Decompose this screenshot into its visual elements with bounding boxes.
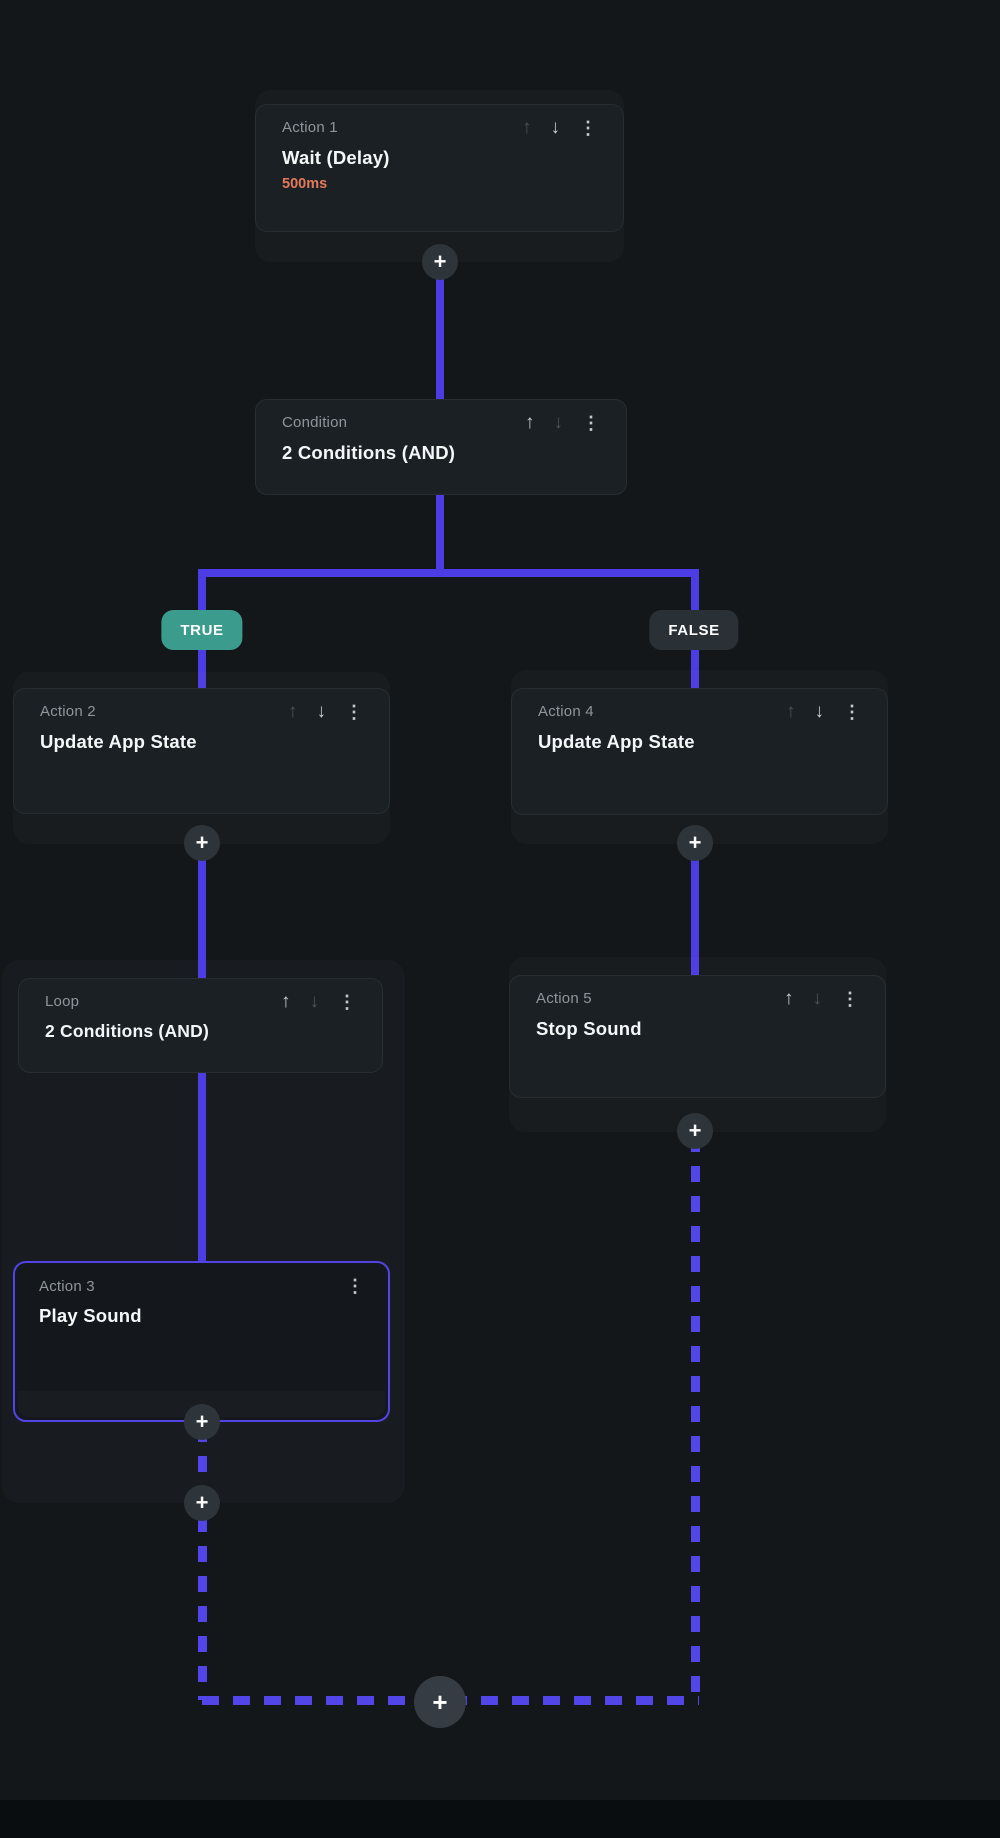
card-loop[interactable]: Loop ↑ ↓ ⋮ 2 Conditions (AND) [18,978,383,1073]
node-label: Action 2 [40,703,96,720]
move-down-icon[interactable]: ↓ [316,701,327,722]
move-up-icon[interactable]: ↑ [784,988,794,1009]
plus-icon: + [195,830,209,855]
card-action5[interactable]: Action 5 ↑ ↓ ⋮ Stop Sound [509,975,886,1098]
node-label: Action 4 [538,703,594,720]
connector-loop-action3 [198,1071,206,1265]
action-title: Stop Sound [536,1018,642,1039]
add-action-button[interactable]: + [184,1485,220,1521]
move-down-icon[interactable]: ↓ [553,412,564,433]
add-action-button[interactable]: + [677,825,713,861]
move-up-icon[interactable]: ↑ [786,701,796,722]
action-subtitle: 500ms [282,176,328,192]
add-action-button[interactable]: + [184,1404,220,1440]
card-action3-selected[interactable]: Action 3 ⋮ Play Sound [13,1261,390,1422]
node-action2: Action 2 ↑ ↓ ⋮ Update App State [13,672,390,844]
action-title: Update App State [40,731,197,752]
plus-icon: + [688,1118,702,1143]
move-down-icon[interactable]: ↓ [814,701,825,722]
move-up-icon[interactable]: ↑ [525,412,535,433]
card-action1[interactable]: Action 1 ↑ ↓ ⋮ Wait (Delay) 500ms [255,104,624,232]
node-label: Action 5 [536,990,592,1007]
connector-action2-loop [198,843,206,980]
move-down-icon[interactable]: ↓ [550,117,561,138]
true-branch-badge: TRUE [161,610,243,650]
more-menu-icon[interactable]: ⋮ [345,701,363,722]
connector-action1-condition [436,260,444,403]
add-action-button[interactable]: + [422,244,458,280]
node-action1: Action 1 ↑ ↓ ⋮ Wait (Delay) 500ms [255,90,624,262]
node-label: Condition [282,414,348,431]
move-down-icon[interactable]: ↓ [812,988,823,1009]
add-action-button[interactable]: + [184,825,220,861]
card-action4[interactable]: Action 4 ↑ ↓ ⋮ Update App State [511,688,888,815]
plus-icon: + [195,1490,209,1515]
node-label: Loop [45,993,80,1010]
move-down-icon[interactable]: ↓ [309,991,320,1012]
node-action5: Action 5 ↑ ↓ ⋮ Stop Sound [509,957,886,1132]
more-menu-icon[interactable]: ⋮ [346,1276,364,1296]
dashed-connector-action5-exit [691,1136,700,1700]
connector-action4-action5 [691,843,699,977]
loop-title: 2 Conditions (AND) [45,1021,209,1041]
condition-title: 2 Conditions (AND) [282,442,456,463]
add-action-merge-button[interactable]: + [414,1676,466,1728]
plus-icon: + [433,249,447,274]
plus-icon: + [195,1409,209,1434]
action-title: Play Sound [39,1305,142,1326]
node-label: Action 1 [282,119,338,136]
more-menu-icon[interactable]: ⋮ [582,412,600,433]
plus-icon: + [688,830,702,855]
card-condition[interactable]: Condition ↑ ↓ ⋮ 2 Conditions (AND) [255,399,627,495]
false-branch-badge: FALSE [649,610,739,650]
node-label: Action 3 [39,1277,95,1295]
move-up-icon[interactable]: ↑ [522,117,532,138]
node-action4: Action 4 ↑ ↓ ⋮ Update App State [511,670,888,844]
move-up-icon[interactable]: ↑ [281,991,291,1012]
more-menu-icon[interactable]: ⋮ [841,988,859,1009]
action-title: Wait (Delay) [282,147,390,168]
add-action-button[interactable]: + [677,1113,713,1149]
dashed-connector-loop-exit [198,1426,207,1700]
move-up-icon[interactable]: ↑ [288,701,298,722]
more-menu-icon[interactable]: ⋮ [843,701,861,722]
more-menu-icon[interactable]: ⋮ [338,991,356,1012]
connector-condition-junction [436,493,444,577]
more-menu-icon[interactable]: ⋮ [579,117,597,138]
plus-icon: + [432,1687,448,1717]
card-action2[interactable]: Action 2 ↑ ↓ ⋮ Update App State [13,688,390,814]
action-title: Update App State [538,731,695,752]
connector-branch-horizontal [198,569,699,577]
bottom-bar [0,1800,1000,1838]
